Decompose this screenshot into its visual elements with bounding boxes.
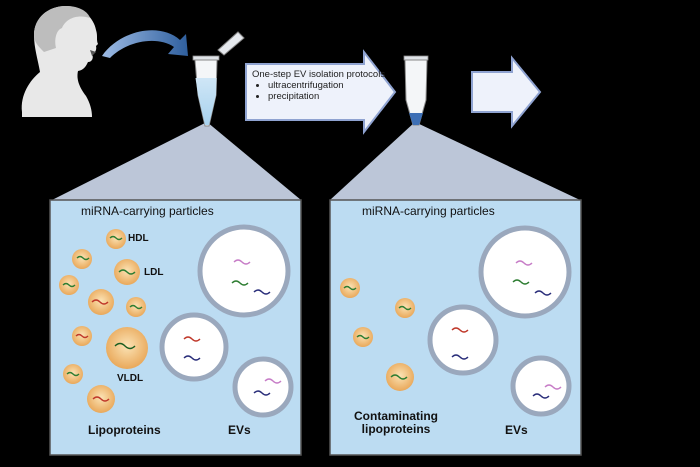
extracellular-vesicle xyxy=(510,355,572,417)
label-lipoproteins: Lipoproteins xyxy=(88,423,161,437)
evs-right xyxy=(427,225,572,417)
extracellular-vesicle xyxy=(159,312,229,382)
lipoprotein xyxy=(72,249,92,269)
extracellular-vesicle xyxy=(197,224,291,318)
label-ldl: LDL xyxy=(144,267,164,278)
evs-left xyxy=(159,224,294,418)
label-vldl: VLDL xyxy=(117,373,144,384)
label-contaminating-line1: Contaminating xyxy=(354,409,438,423)
curved-arrow-icon xyxy=(102,30,188,58)
tube-saliva-icon xyxy=(192,31,245,127)
panel-right-title: miRNA-carrying particles xyxy=(362,204,495,218)
process-method: precipitation xyxy=(268,91,385,102)
zoom-funnel-right xyxy=(330,122,580,200)
person-head-illustration xyxy=(21,6,98,117)
extracellular-vesicle xyxy=(427,304,499,376)
label-contaminating-lipoproteins: Contaminating lipoproteins xyxy=(354,410,438,436)
label-hdl: HDL xyxy=(128,233,149,244)
label-contaminating-line2: lipoproteins xyxy=(361,422,431,436)
process-arrow xyxy=(245,49,397,135)
extracellular-vesicle xyxy=(478,225,572,319)
zoom-funnel-left xyxy=(52,122,301,200)
label-evs-right: EVs xyxy=(505,423,528,437)
process-step-label: One-step EV isolation protocols xyxy=(252,69,386,80)
lipoproteins-left xyxy=(59,229,148,413)
process-method: ultracentrifugation xyxy=(268,80,385,91)
process-arrow-text: One-step EV isolation protocols ultracen… xyxy=(252,69,385,102)
process-methods-list: ultracentrifugation precipitation xyxy=(252,80,385,102)
next-step-arrow xyxy=(471,55,542,129)
label-evs-left: EVs xyxy=(228,423,251,437)
lipoproteins-right xyxy=(340,278,415,391)
lipoprotein-hdl xyxy=(106,229,126,249)
extracellular-vesicle xyxy=(232,356,294,418)
tube-pellet-icon xyxy=(403,55,429,126)
panel-left-title: miRNA-carrying particles xyxy=(81,204,214,218)
